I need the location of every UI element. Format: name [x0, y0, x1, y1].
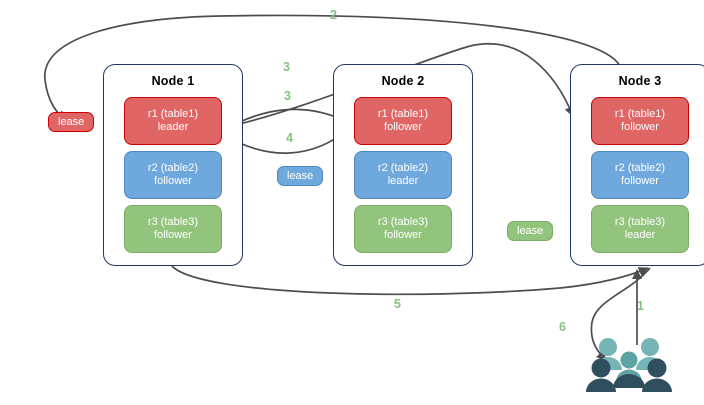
node-2-replica-r3-role: follower — [384, 229, 422, 241]
step-label-6: 6 — [559, 320, 566, 334]
node-1-replica-r3[interactable]: r3 (table3) follower — [124, 205, 222, 253]
node-1-replica-r3-name: r3 (table3) — [147, 215, 199, 228]
node-2-replica-r1-name: r1 (table1) — [377, 107, 429, 120]
node-2-replica-r3[interactable]: r3 (table3) follower — [354, 205, 452, 253]
node-1-replica-r1-name: r1 (table1) — [147, 107, 199, 120]
node-3-replica-r3-role: leader — [624, 229, 656, 241]
arrow-step-6 — [590, 267, 651, 361]
node-1-replica-r2[interactable]: r2 (table2) follower — [124, 151, 222, 199]
step-label-3-node3: 3 — [283, 60, 290, 74]
people-front-row — [586, 358, 672, 392]
step-label-5: 5 — [394, 297, 401, 311]
node-1-title: Node 1 — [151, 74, 195, 88]
step-label-4: 4 — [286, 131, 293, 145]
node-box-3[interactable]: Node 3 r1 (table1) follower r2 (table2) … — [570, 64, 704, 266]
node-1-replica-r2-role: follower — [154, 175, 192, 187]
node-2-replica-r2-role: leader — [387, 175, 419, 187]
node-3-replica-r1-name: r1 (table1) — [614, 107, 666, 120]
node-2-replica-r2[interactable]: r2 (table2) leader — [354, 151, 452, 199]
lease-badge-green[interactable]: lease — [507, 221, 554, 241]
node-1-replica-r1[interactable]: r1 (table1) leader — [124, 97, 222, 145]
node-3-replica-r1[interactable]: r1 (table1) follower — [591, 97, 689, 145]
arrow-step-3-node3 — [221, 43, 575, 129]
node-1-replica-r1-role: leader — [157, 121, 189, 133]
step-label-2: 2 — [330, 8, 337, 22]
node-2-replica-r3-name: r3 (table3) — [377, 215, 429, 228]
node-3-replica-r1-role: follower — [621, 121, 659, 133]
node-box-2[interactable]: Node 2 r1 (table1) follower r2 (table2) … — [333, 64, 473, 266]
node-3-replica-r2-role: follower — [621, 175, 659, 187]
node-2-replica-r1[interactable]: r1 (table1) follower — [354, 97, 452, 145]
node-3-replica-r3[interactable]: r3 (table3) leader — [591, 205, 689, 253]
node-2-title: Node 2 — [381, 74, 425, 88]
arrow-step-2 — [44, 14, 621, 121]
node-2-replica-r2-name: r2 (table2) — [377, 161, 429, 174]
lease-badge-blue[interactable]: lease — [277, 166, 324, 186]
node-2-replica-r1-role: follower — [384, 121, 422, 133]
step-label-1: 1 — [637, 299, 644, 313]
step-label-3-node2: 3 — [284, 89, 291, 103]
node-1-replica-r2-name: r2 (table2) — [147, 161, 199, 174]
node-3-replica-r2[interactable]: r2 (table2) follower — [591, 151, 689, 199]
node-1-replica-r3-role: follower — [154, 229, 192, 241]
node-3-replica-r2-name: r2 (table2) — [614, 161, 666, 174]
node-3-title: Node 3 — [618, 74, 662, 88]
node-3-replica-r3-name: r3 (table3) — [614, 215, 666, 228]
node-box-1[interactable]: Node 1 r1 (table1) leader r2 (table2) fo… — [103, 64, 243, 266]
arrow-step-5 — [171, 265, 649, 296]
